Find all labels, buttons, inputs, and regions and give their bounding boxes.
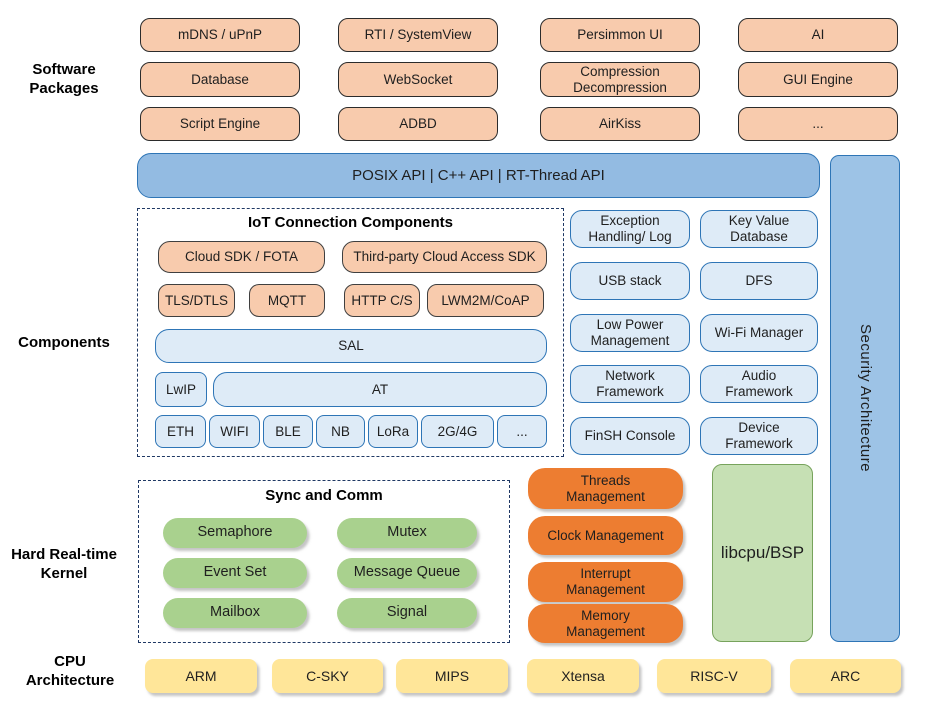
cpu-xtensa: Xtensa <box>527 659 639 693</box>
package-database: Database <box>140 62 300 97</box>
package-script-engine: Script Engine <box>140 107 300 141</box>
security-architecture-text: Security Architecture <box>856 324 874 473</box>
iot-phy-eth: ETH <box>155 415 206 448</box>
iot-lwip: LwIP <box>155 372 207 407</box>
package-rti-systemview: RTI / SystemView <box>338 18 498 52</box>
kernel-mutex: Mutex <box>337 518 477 548</box>
package-websocket: WebSocket <box>338 62 498 97</box>
cpu-architecture-label: CPU Architecture <box>25 653 115 689</box>
cpu-arm: ARM <box>145 659 257 693</box>
sync-and-comm-box <box>138 480 510 643</box>
iot-phy-ble: BLE <box>263 415 313 448</box>
iot-connection-box <box>137 208 564 457</box>
service-network-framework: Network Framework <box>570 365 690 403</box>
kernel-event-set: Event Set <box>163 558 307 588</box>
package-persimmon-ui: Persimmon UI <box>540 18 700 52</box>
service-audio-framework: Audio Framework <box>700 365 818 403</box>
iot-phy-wifi: WIFI <box>209 415 260 448</box>
service-device-framework: Device Framework <box>700 417 818 455</box>
iot-sal: SAL <box>155 329 547 363</box>
package-more: ... <box>738 107 898 141</box>
kernel-signal: Signal <box>337 598 477 628</box>
kernel-memory-management: Memory Management <box>528 604 683 643</box>
package-airkiss: AirKiss <box>540 107 700 141</box>
iot-tls-dtls: TLS/DTLS <box>158 284 235 317</box>
cpu-risc-v: RISC-V <box>657 659 771 693</box>
kernel-clock-management: Clock Management <box>528 516 683 555</box>
iot-http-cs: HTTP C/S <box>344 284 420 317</box>
package-mdns-upnp: mDNS / uPnP <box>140 18 300 52</box>
iot-phy-nb: NB <box>316 415 365 448</box>
iot-phy-more: ... <box>497 415 547 448</box>
service-exception-log: Exception Handling/ Log <box>570 210 690 248</box>
package-adbd: ADBD <box>338 107 498 141</box>
kernel-label: Hard Real-time Kernel <box>11 546 117 582</box>
iot-mqtt: MQTT <box>249 284 325 317</box>
kernel-semaphore: Semaphore <box>163 518 307 548</box>
service-low-power: Low Power Management <box>570 314 690 352</box>
cpu-mips: MIPS <box>396 659 508 693</box>
iot-third-party-cloud-sdk: Third-party Cloud Access SDK <box>342 241 547 273</box>
libcpu-bsp-box: libcpu/BSP <box>712 464 813 642</box>
security-architecture-bar: Security Architecture <box>830 155 900 642</box>
kernel-message-queue: Message Queue <box>337 558 477 588</box>
service-dfs: DFS <box>700 262 818 300</box>
service-key-value-db: Key Value Database <box>700 210 818 248</box>
cpu-c-sky: C-SKY <box>272 659 383 693</box>
iot-cloud-sdk-fota: Cloud SDK / FOTA <box>158 241 325 273</box>
iot-phy-lora: LoRa <box>368 415 418 448</box>
sync-and-comm-title: Sync and Comm <box>265 487 383 504</box>
kernel-threads-management: Threads Management <box>528 468 683 509</box>
service-wifi-manager: Wi-Fi Manager <box>700 314 818 352</box>
package-compression: Compression Decompression <box>540 62 700 97</box>
service-finsh-console: FinSH Console <box>570 417 690 455</box>
package-gui-engine: GUI Engine <box>738 62 898 97</box>
cpu-arc: ARC <box>790 659 901 693</box>
package-ai: AI <box>738 18 898 52</box>
iot-connection-title: IoT Connection Components <box>248 214 453 231</box>
iot-lwm2m-coap: LWM2M/CoAP <box>427 284 544 317</box>
api-bar: POSIX API | C++ API | RT-Thread API <box>137 153 820 198</box>
components-label: Components <box>18 333 110 351</box>
iot-at: AT <box>213 372 547 407</box>
iot-phy-2g4g: 2G/4G <box>421 415 494 448</box>
kernel-mailbox: Mailbox <box>163 598 307 628</box>
kernel-interrupt-management: Interrupt Management <box>528 562 683 602</box>
software-packages-label: Software Packages <box>29 61 99 97</box>
service-usb-stack: USB stack <box>570 262 690 300</box>
